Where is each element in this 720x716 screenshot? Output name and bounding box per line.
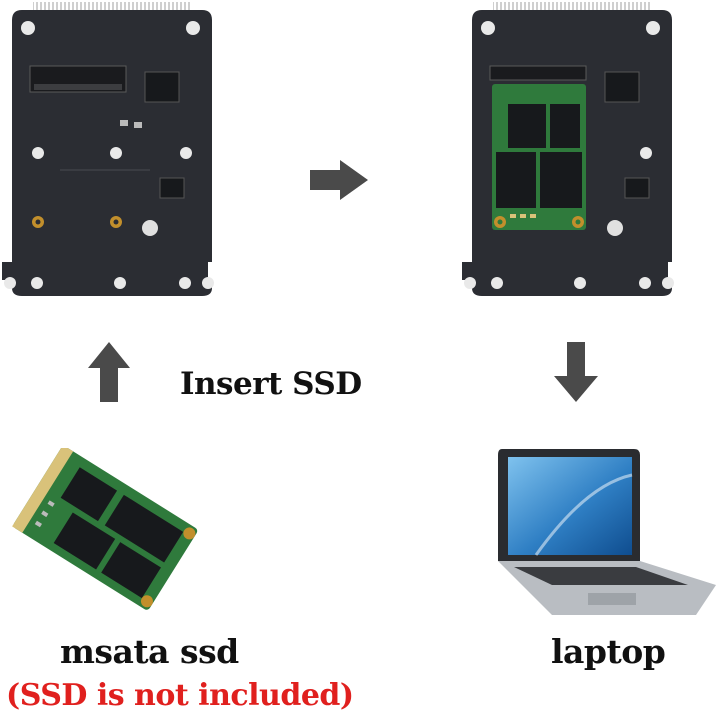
adapter-board-with-ssd-icon	[462, 2, 674, 296]
msata-ssd-icon	[12, 448, 198, 610]
not-included-note: (SSD is not included)	[6, 678, 354, 713]
laptop-icon	[498, 449, 716, 615]
laptop-label: laptop	[551, 632, 666, 671]
arrow-right-icon	[310, 160, 368, 200]
arrow-down-icon	[554, 342, 598, 402]
msata-ssd-label: msata ssd	[60, 632, 239, 671]
adapter-board-empty-icon	[2, 2, 214, 296]
insert-ssd-label: Insert SSD	[180, 366, 362, 402]
arrow-up-icon	[88, 342, 130, 402]
